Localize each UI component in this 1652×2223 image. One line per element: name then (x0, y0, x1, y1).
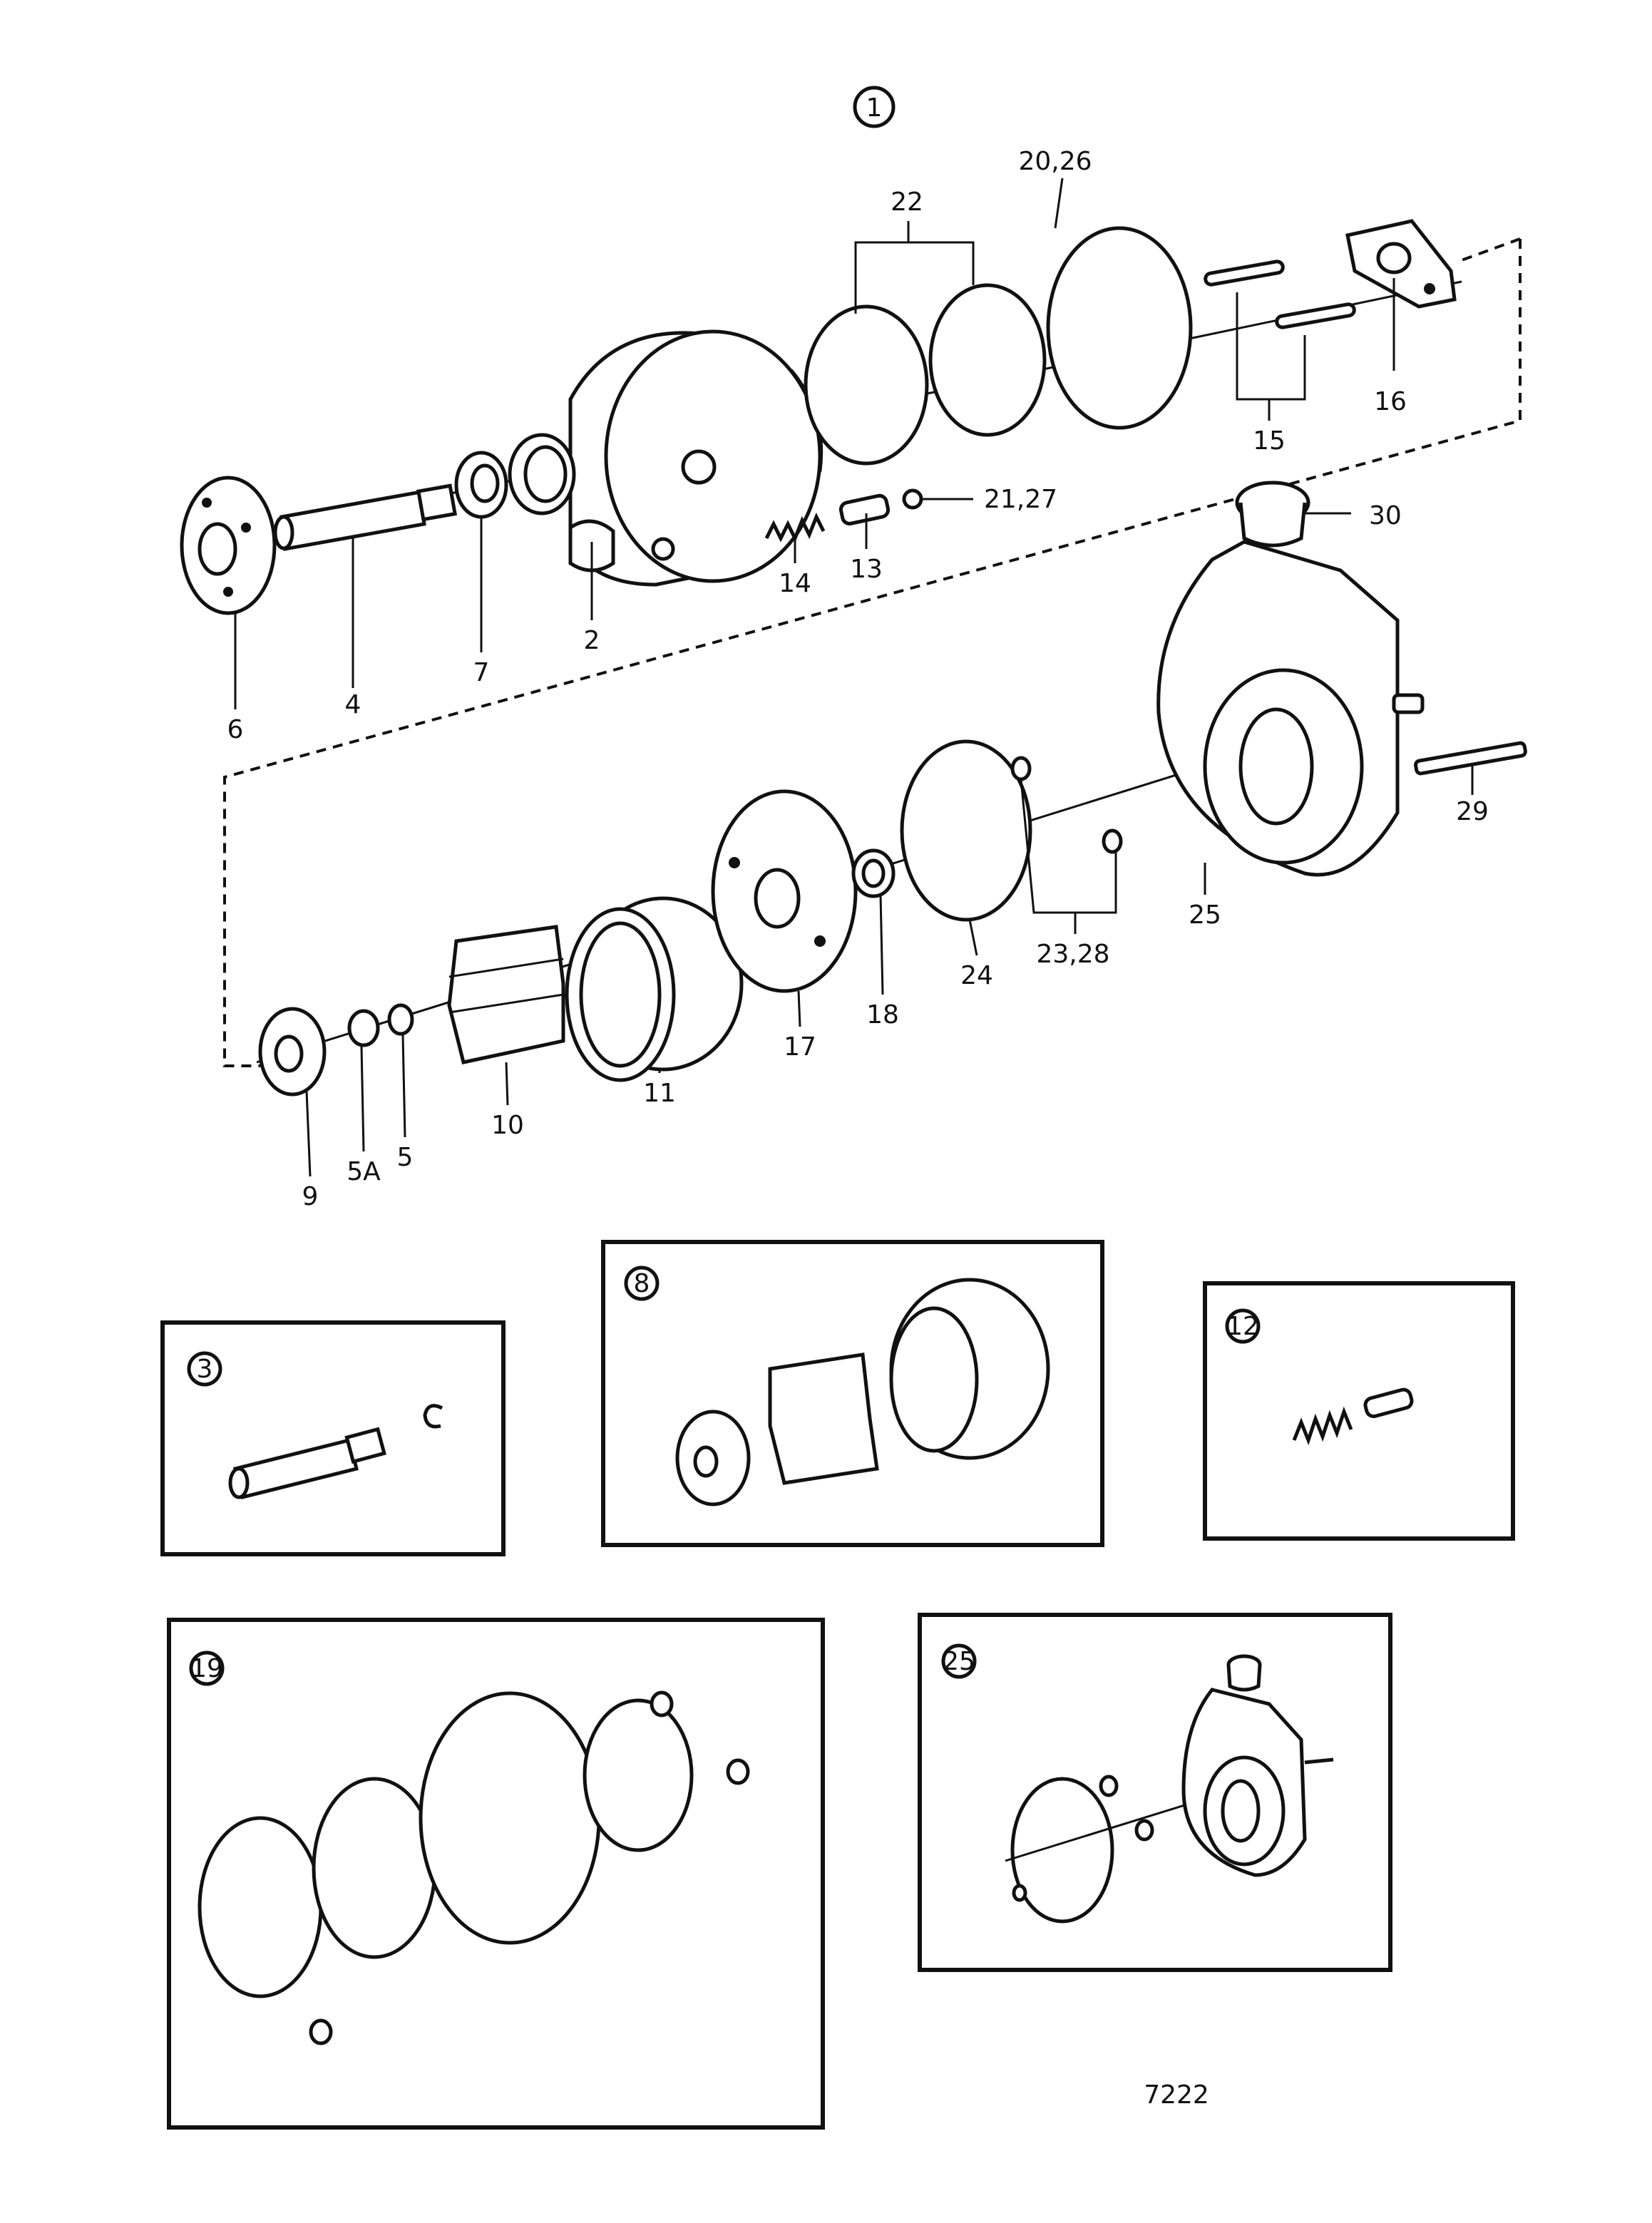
label-23-28: 23,28 (1036, 940, 1109, 969)
label-20-26: 20,26 (1018, 147, 1092, 176)
oring-part-21-27 (902, 488, 923, 510)
label-2: 2 (584, 626, 600, 655)
inset-19-callout: 19 (190, 1654, 223, 1683)
label-10: 10 (491, 1111, 524, 1140)
header-callout-number: 1 (866, 93, 883, 123)
cap-part-30 (1235, 481, 1310, 548)
label-21-27: 21,27 (984, 485, 1057, 514)
stud-part-29 (1414, 741, 1527, 776)
label-14: 14 (779, 569, 811, 598)
label-11: 11 (643, 1079, 676, 1108)
plate-part-16 (1345, 219, 1457, 309)
label-5a: 5A (347, 1157, 381, 1186)
oring-part-23b (1102, 828, 1123, 854)
label-18: 18 (866, 1000, 899, 1030)
gear-part-9 (258, 1007, 327, 1097)
label-7: 7 (473, 658, 490, 687)
ring-part-20-26 (1046, 226, 1193, 430)
label-6: 6 (227, 715, 244, 744)
inset-19: 19 (167, 1618, 825, 2130)
label-4: 4 (345, 690, 361, 719)
ring-part-22b (928, 283, 1047, 437)
snapring-part-5 (387, 1003, 414, 1036)
label-22: 22 (891, 188, 923, 217)
label-17: 17 (784, 1032, 816, 1062)
reservoir-part-25 (1156, 540, 1425, 877)
oring-part-23a (1010, 756, 1032, 781)
inset-3: 3 (160, 1320, 506, 1556)
label-16: 16 (1374, 387, 1407, 416)
leader-lines (234, 178, 1474, 1177)
washer-part-5a (347, 1009, 380, 1047)
flange-part-6 (180, 476, 277, 615)
piston-part-13 (838, 493, 891, 525)
header-callout: 1 (853, 86, 896, 128)
inset-25: 25 (918, 1613, 1392, 1972)
inset-25-callout: 25 (943, 1647, 975, 1676)
inset-8: 8 (601, 1240, 1104, 1547)
label-15: 15 (1253, 426, 1286, 456)
drawing-number: 7222 (1144, 2080, 1209, 2110)
label-30: 30 (1369, 501, 1402, 530)
assembly-boundary (223, 239, 1522, 1067)
ring-part-22a (804, 304, 929, 466)
inset-8-callout: 8 (634, 1269, 650, 1298)
label-29: 29 (1456, 797, 1489, 826)
inset-12: 12 (1203, 1281, 1515, 1541)
spring-part-18 (851, 848, 896, 898)
ring-part-24 (900, 739, 1032, 922)
label-5: 5 (397, 1143, 414, 1172)
part-labels: 22 20,26 16 15 30 21,27 14 13 2 7 4 6 29… (227, 147, 1489, 1211)
label-9: 9 (302, 1182, 319, 1211)
shaft-part-4 (273, 483, 458, 551)
rotor-part-10 (447, 925, 565, 1064)
inset-3-callout: 3 (197, 1355, 213, 1384)
pump-body-part-2 (508, 329, 824, 587)
pin-part-15 (1204, 260, 1356, 329)
ring-part-11 (565, 896, 744, 1082)
plate-part-17 (711, 789, 858, 993)
bearing-part-7 (454, 451, 508, 519)
inset-12-callout: 12 (1226, 1312, 1259, 1341)
label-13: 13 (850, 555, 883, 584)
assembly-boundary-top (1461, 237, 1521, 262)
label-24: 24 (960, 961, 993, 990)
label-25: 25 (1189, 900, 1221, 930)
